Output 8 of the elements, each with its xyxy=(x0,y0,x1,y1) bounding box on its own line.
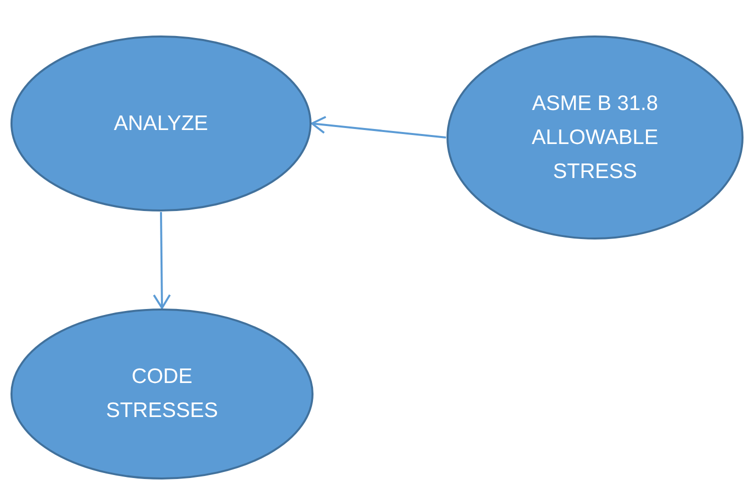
process-ellipse xyxy=(10,35,312,212)
node-label: ASME B 31.8 ALLOWABLE STRESS xyxy=(530,90,660,184)
arrow xyxy=(311,116,446,138)
process-ellipse xyxy=(446,35,744,240)
arrow xyxy=(152,212,171,309)
process-ellipse xyxy=(10,308,314,480)
node-label: ANALYZE xyxy=(114,110,208,136)
node-label: CODE STRESSES xyxy=(104,364,220,424)
